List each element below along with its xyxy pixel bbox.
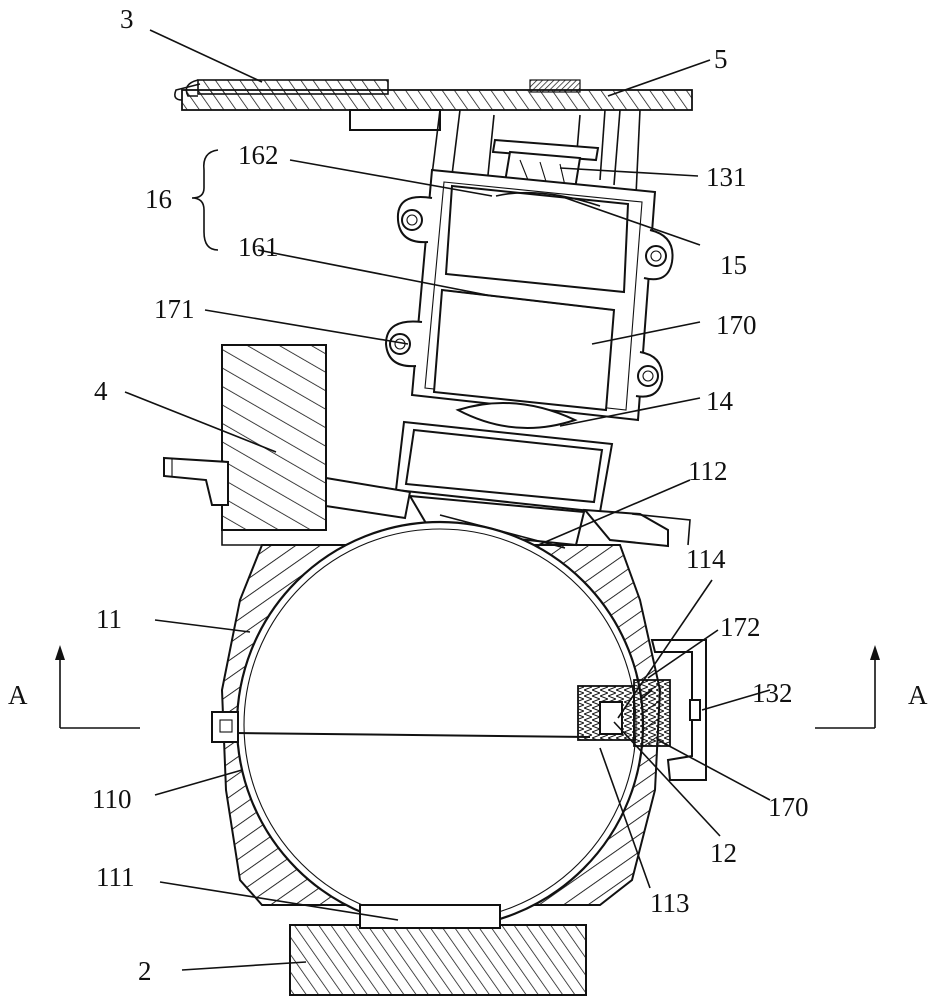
section-marker-left bbox=[55, 645, 140, 729]
label-170-top: 170 bbox=[716, 310, 757, 340]
reference-labels: 3 5 16 162 131 161 15 171 170 4 14 112 1… bbox=[8, 4, 928, 986]
label-A-right: A bbox=[908, 680, 928, 710]
section-marker-right bbox=[815, 645, 880, 729]
label-16: 16 bbox=[145, 184, 172, 214]
label-113: 113 bbox=[650, 888, 690, 918]
label-131: 131 bbox=[706, 162, 747, 192]
block-part-4 bbox=[163, 344, 327, 531]
base-part-2 bbox=[289, 904, 587, 996]
label-114: 114 bbox=[686, 544, 726, 574]
lens-part-14 bbox=[455, 401, 578, 429]
label-162: 162 bbox=[238, 140, 279, 170]
pin-part-12 bbox=[599, 701, 623, 735]
top-plate-part-5 bbox=[174, 83, 693, 131]
label-161: 161 bbox=[238, 232, 279, 262]
label-171: 171 bbox=[154, 294, 195, 324]
leader-lines bbox=[124, 29, 771, 971]
label-110: 110 bbox=[92, 784, 132, 814]
label-14: 14 bbox=[706, 386, 734, 416]
lens-part-162 bbox=[444, 184, 630, 294]
label-112: 112 bbox=[688, 456, 728, 486]
clip-part-3 bbox=[185, 79, 389, 97]
right-bracket bbox=[582, 508, 691, 548]
label-15: 15 bbox=[720, 250, 747, 280]
label-5: 5 bbox=[714, 44, 728, 74]
lens-part-161 bbox=[432, 288, 616, 412]
lower-threaded-section bbox=[394, 420, 614, 514]
label-A-left: A bbox=[8, 680, 28, 710]
label-12: 12 bbox=[710, 838, 737, 868]
mounting-lug bbox=[643, 229, 674, 281]
label-11: 11 bbox=[96, 604, 122, 634]
mounting-lug bbox=[396, 196, 433, 244]
label-170-right: 170 bbox=[768, 792, 809, 822]
side-mechanism bbox=[577, 639, 707, 781]
label-4: 4 bbox=[94, 376, 108, 406]
label-172: 172 bbox=[720, 612, 761, 642]
mounting-lug bbox=[635, 351, 664, 398]
label-111: 111 bbox=[96, 862, 135, 892]
part-132 bbox=[689, 699, 701, 721]
label-2: 2 bbox=[138, 956, 152, 986]
label-3: 3 bbox=[120, 4, 134, 34]
top-knob bbox=[529, 79, 581, 93]
housing-part-11 bbox=[211, 520, 662, 930]
group-brace-16 bbox=[191, 149, 219, 251]
label-132: 132 bbox=[752, 678, 793, 708]
